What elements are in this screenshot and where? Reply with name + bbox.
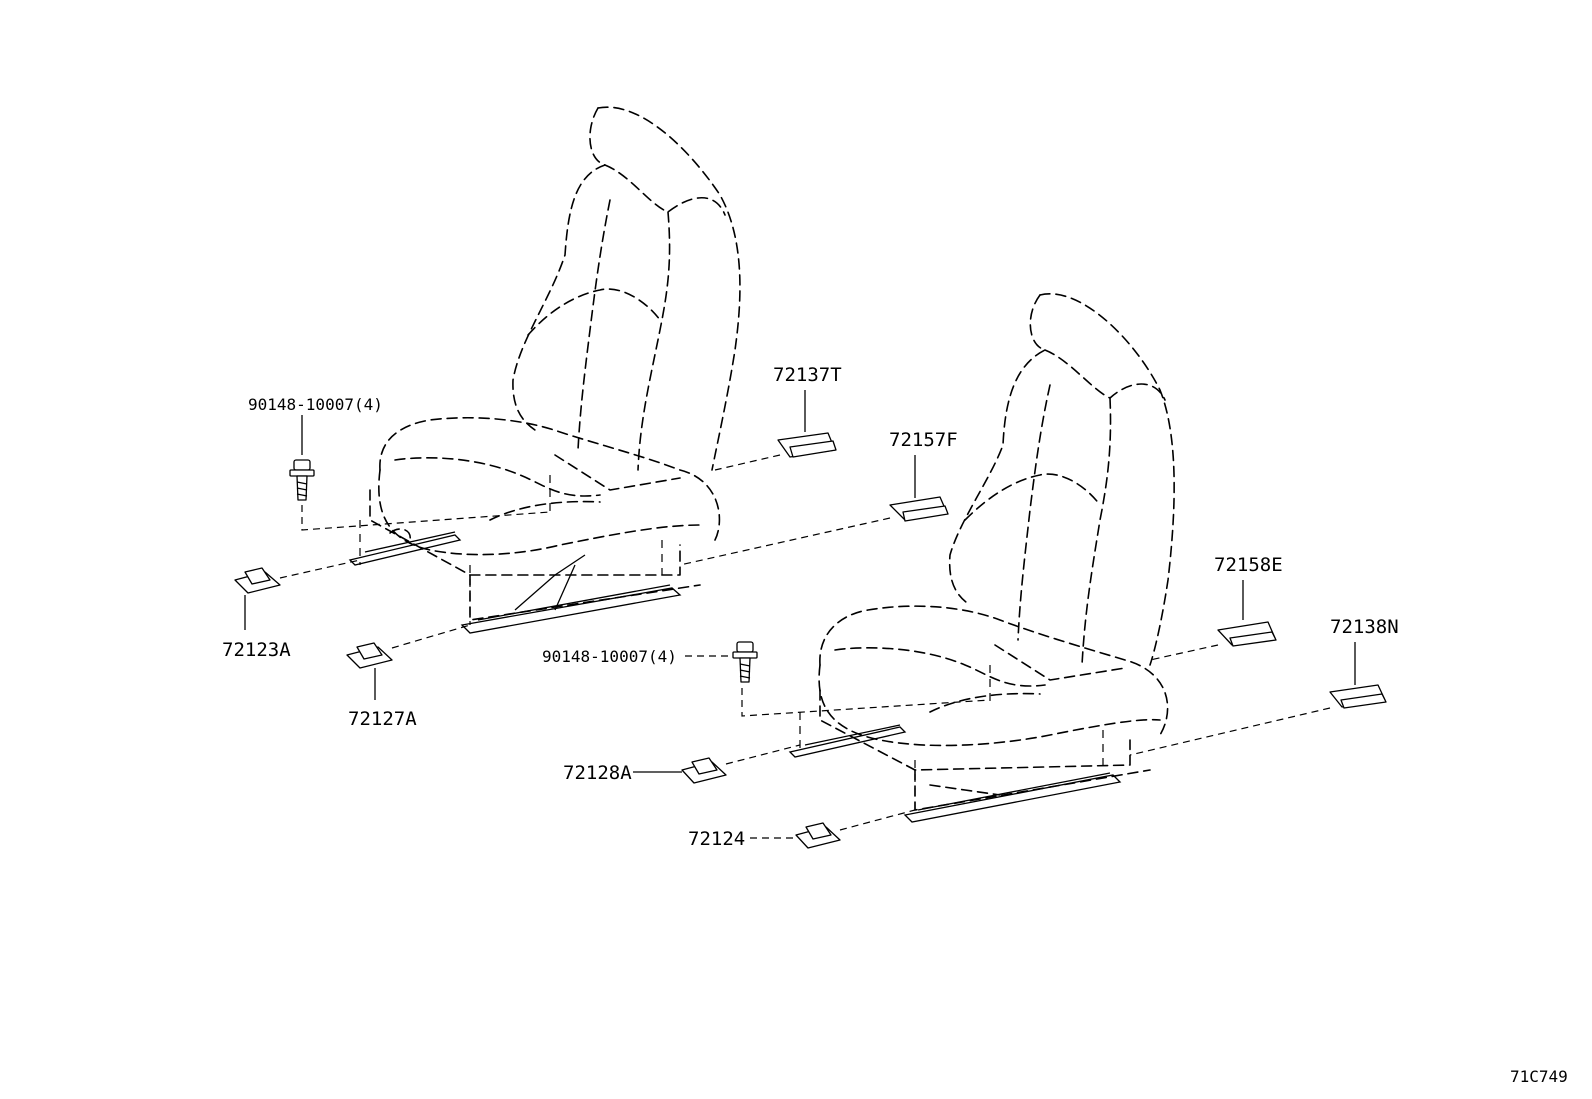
label-72137t: 72137T <box>773 364 842 386</box>
cover-72124 <box>750 809 916 849</box>
label-bolt-right: 90148-10007(4) <box>542 647 677 666</box>
cover-72157f <box>679 455 949 566</box>
label-72158e: 72158E <box>1214 554 1283 576</box>
cover-72138n <box>1129 642 1387 756</box>
left-seat <box>348 106 741 634</box>
figure-code: 71C749 <box>1510 1067 1568 1086</box>
bolt-left <box>289 415 551 531</box>
label-72157f: 72157F <box>889 429 958 451</box>
label-bolt-left: 90148-10007(4) <box>248 395 383 414</box>
right-seat <box>788 293 1175 823</box>
label-72138n: 72138N <box>1330 616 1399 638</box>
label-72123a: 72123A <box>222 639 291 661</box>
cover-72127a <box>346 624 471 700</box>
label-72127a: 72127A <box>348 708 417 730</box>
cover-72123a <box>234 559 361 630</box>
cover-72128a <box>633 744 801 784</box>
label-72124: 72124 <box>688 828 745 850</box>
label-72128a: 72128A <box>563 762 632 784</box>
cover-72137t <box>714 390 837 471</box>
cover-72158e <box>1149 580 1277 661</box>
bolt-right <box>685 641 991 717</box>
